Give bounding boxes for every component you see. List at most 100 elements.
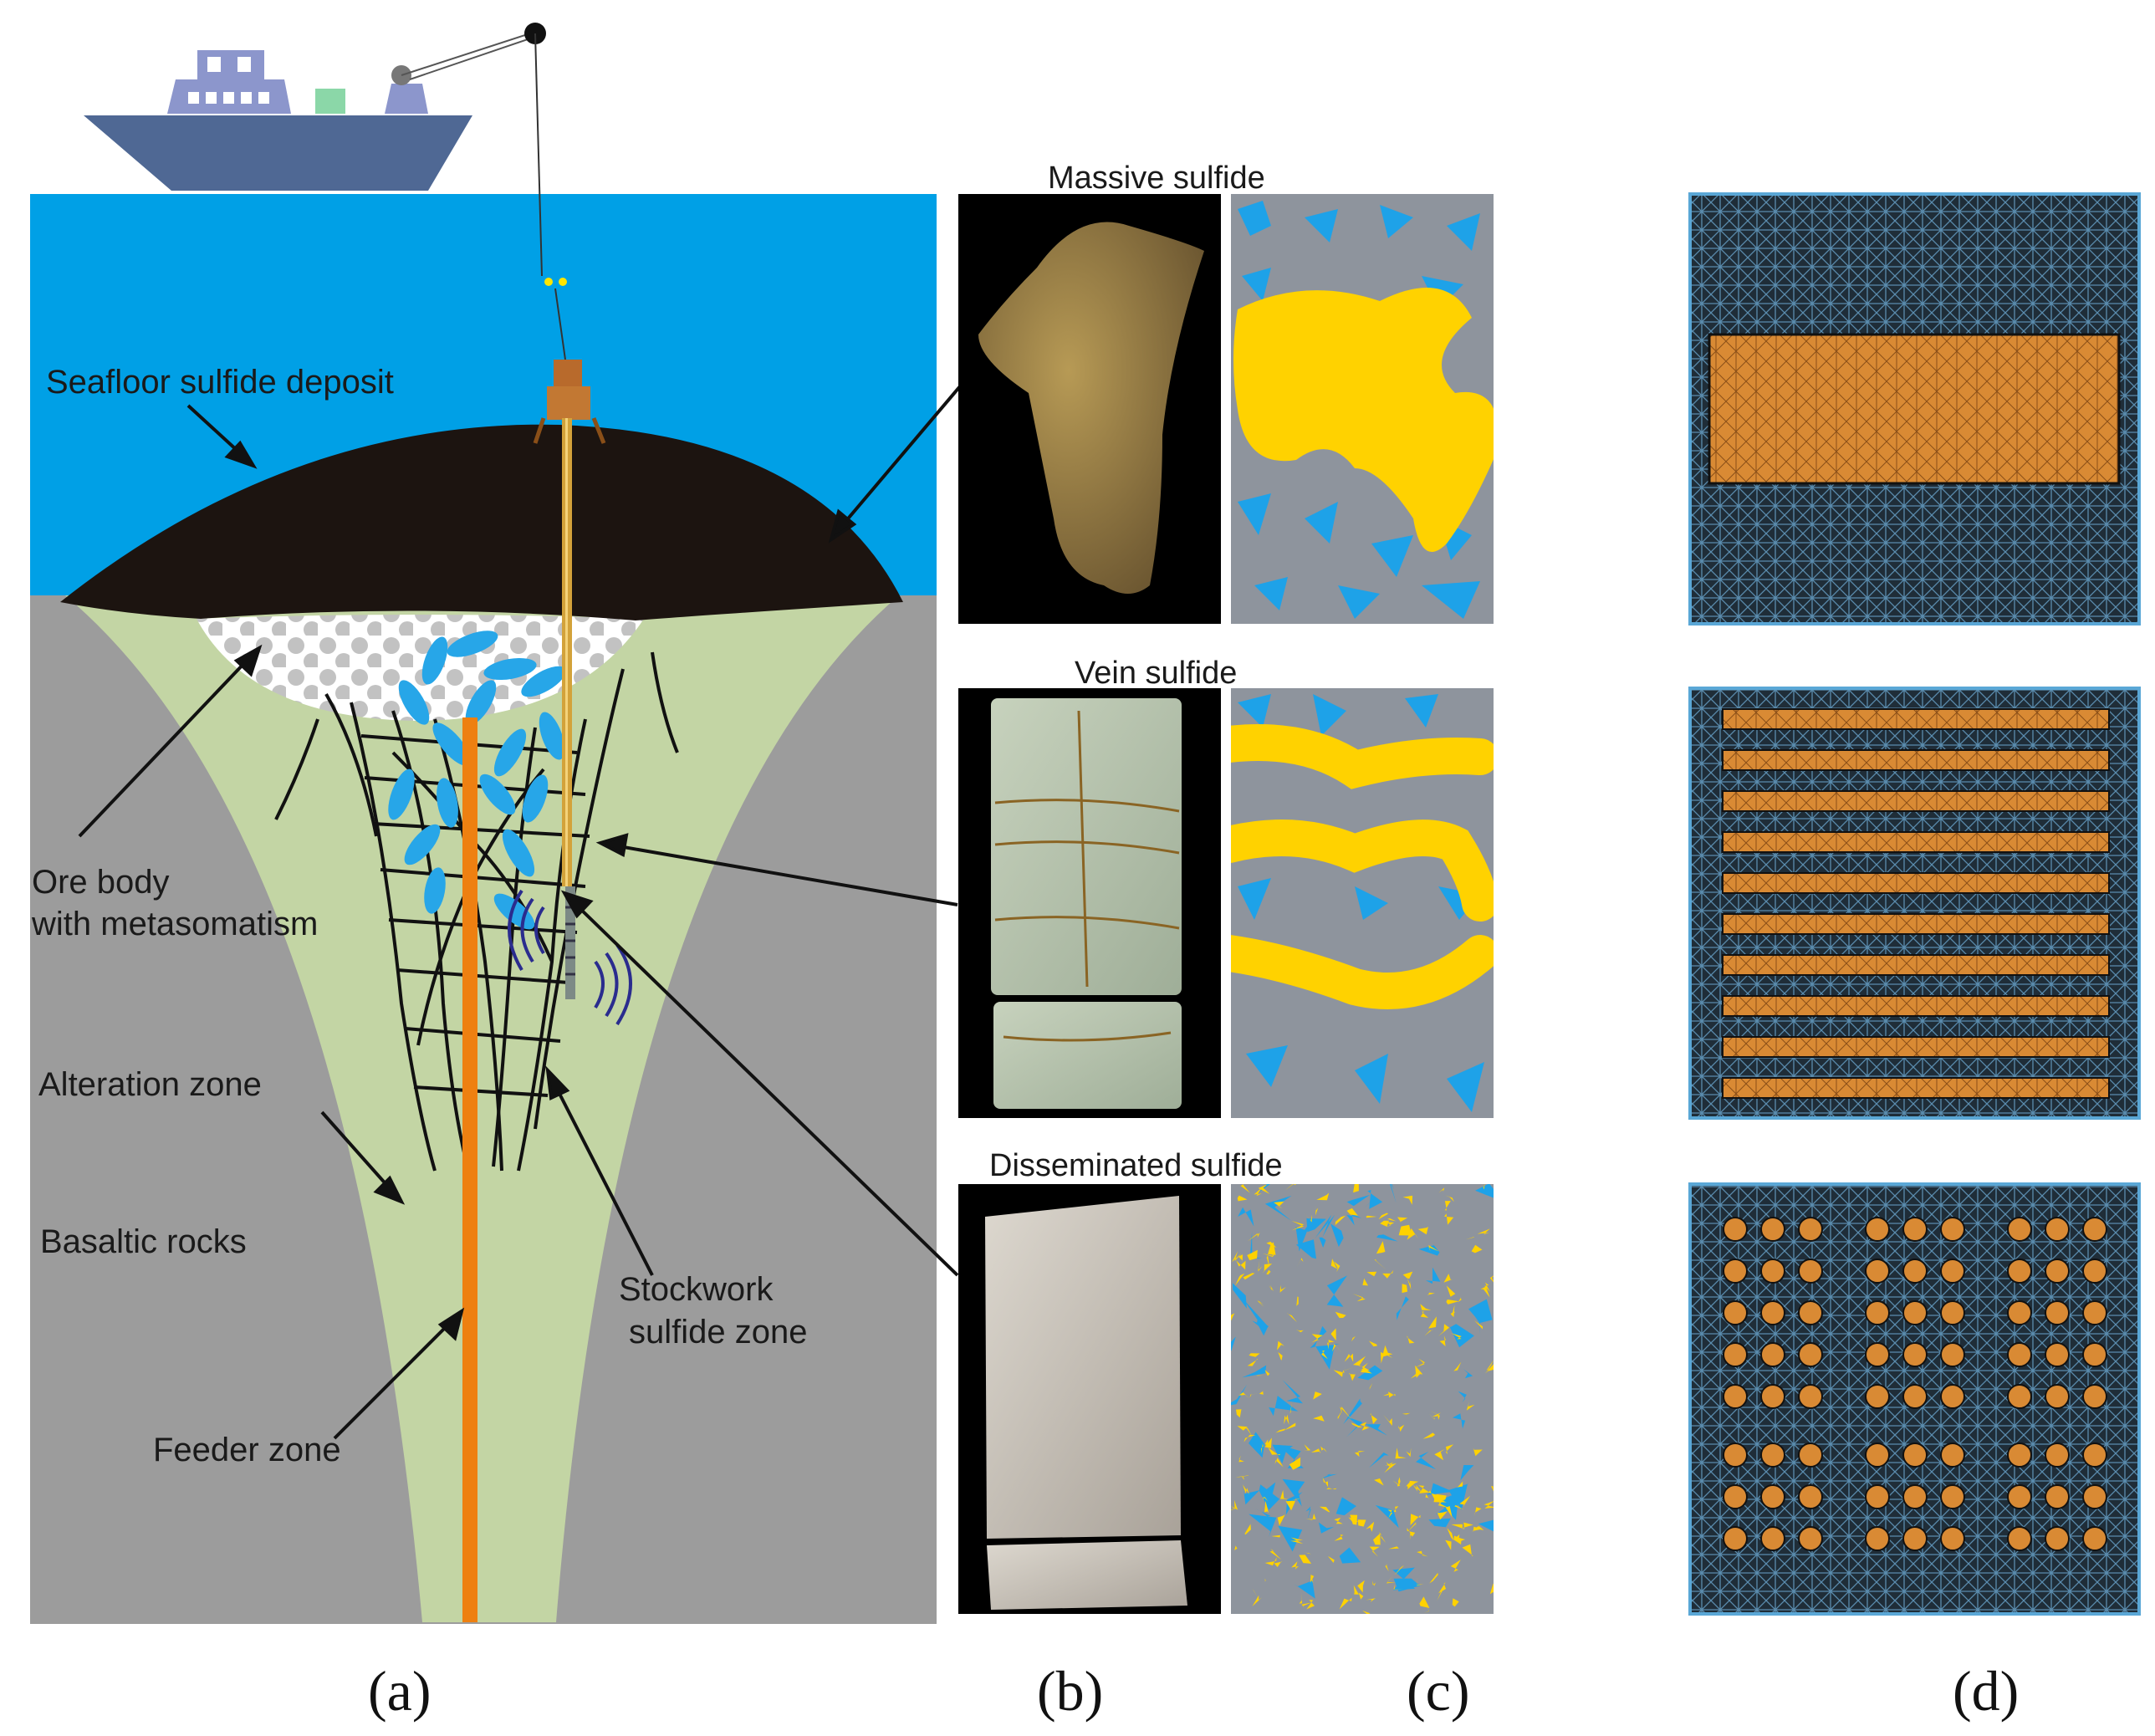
sulfide-grain — [1477, 1228, 1490, 1235]
sulfide-grain — [1284, 1414, 1289, 1425]
pore-patch — [1282, 1380, 1303, 1404]
pore-patch — [1249, 1514, 1277, 1537]
disseminated-sulfide-grains — [1231, 1184, 1494, 1614]
sulfide-grain — [1234, 1545, 1238, 1550]
sulfide-grain — [1378, 1213, 1389, 1220]
sulfide-grain — [1463, 1522, 1473, 1530]
pore-patch — [1364, 1196, 1376, 1208]
sulfide-grain — [1359, 1367, 1371, 1371]
sulfide-grain — [1445, 1444, 1454, 1455]
sulfide-grain — [1465, 1232, 1478, 1240]
mesh-ore-grain — [1798, 1526, 1823, 1551]
sulfide-grain — [1373, 1533, 1381, 1545]
sulfide-grain — [1472, 1526, 1482, 1532]
mesh-ore-grain — [1902, 1442, 1928, 1468]
mesh-ore-grain — [1940, 1384, 1965, 1409]
row-disseminated-sulfide: Disseminated sulfide — [958, 1148, 2141, 1616]
sulfide-grain — [1445, 1539, 1452, 1550]
vein-mesh-band — [1722, 995, 2110, 1017]
sulfide-grain — [1243, 1484, 1249, 1495]
sulfide-grain — [1438, 1498, 1449, 1509]
sulfide-grain — [1407, 1277, 1412, 1290]
panel-a-geologic-section: Seafloor sulfide deposit Ore body with m… — [30, 23, 937, 1624]
sulfide-grain — [1360, 1362, 1372, 1374]
pore-patch — [1335, 1497, 1356, 1516]
sulfide-grain — [1313, 1415, 1325, 1422]
pore-patch — [1259, 1184, 1270, 1193]
label-stockwork-2: sulfide zone — [629, 1314, 807, 1351]
sulfide-grain — [1362, 1611, 1371, 1614]
sulfide-grain — [1382, 1269, 1394, 1279]
sulfide-grain — [1241, 1476, 1244, 1480]
sulfide-grain — [1334, 1261, 1340, 1273]
pore-patch — [1243, 1488, 1260, 1505]
pore-patch — [1389, 1184, 1397, 1203]
sulfide-grain — [1257, 1299, 1264, 1307]
sulfide-grain — [1437, 1511, 1448, 1520]
sulfide-grain — [1415, 1365, 1423, 1378]
sulfide-grain — [1417, 1550, 1428, 1557]
sulfide-grain — [1334, 1517, 1343, 1524]
sulfide-grain — [1321, 1351, 1328, 1360]
mesh-ore-grain — [1902, 1526, 1928, 1551]
sulfide-grain — [1304, 1213, 1312, 1223]
pore-patch — [1448, 1483, 1468, 1510]
mesh-ore-grain — [2007, 1217, 2032, 1242]
sulfide-grain — [1386, 1222, 1395, 1228]
sulfide-grain — [1357, 1580, 1365, 1593]
sulfide-grain — [1456, 1481, 1463, 1488]
mesh-ore-grain — [1865, 1300, 1890, 1325]
label-basaltic-rocks: Basaltic rocks — [40, 1223, 247, 1260]
sulfide-grain — [1243, 1273, 1255, 1280]
sulfide-grain — [1382, 1393, 1389, 1396]
sulfide-grain — [1434, 1448, 1445, 1461]
sulfide-grain — [1428, 1316, 1437, 1329]
mesh-ore-grain — [2007, 1484, 2032, 1509]
row-vein-sulfide: Vein sulfide — [958, 656, 2141, 1120]
mesh-ore-grain — [1940, 1526, 1965, 1551]
sulfide-grain — [1237, 1195, 1248, 1202]
mesh-ore-grain — [1865, 1342, 1890, 1367]
mesh-ore-grain — [1940, 1217, 1965, 1242]
panel-connector-arrows — [560, 385, 962, 1277]
sulfide-grain — [1264, 1439, 1269, 1446]
sulfide-grain — [1319, 1506, 1330, 1513]
sulfide-grain — [1353, 1585, 1359, 1595]
sulfide-grain — [1438, 1187, 1445, 1193]
pore-patch — [1425, 1267, 1441, 1284]
sulfide-grain — [1264, 1557, 1277, 1566]
mesh-ore-grain — [1940, 1484, 1965, 1509]
sulfide-grain — [1398, 1224, 1412, 1236]
mesh-ore-grain — [1902, 1217, 1928, 1242]
sulfide-grain — [1450, 1560, 1461, 1572]
pore-patch — [1264, 1195, 1292, 1221]
sulfide-grain — [1334, 1534, 1344, 1541]
sulfide-grain — [1264, 1578, 1266, 1582]
mesh-ore-grain — [2007, 1384, 2032, 1409]
sulfide-grain — [1289, 1402, 1294, 1414]
sulfide-grain — [1407, 1528, 1416, 1537]
pore-patch — [1339, 1547, 1361, 1564]
sulfide-grain — [1351, 1422, 1363, 1427]
mesh-ore-grain — [2082, 1384, 2107, 1409]
pore-patch — [1319, 1237, 1326, 1248]
sulfide-grain — [1262, 1264, 1273, 1274]
sulfide-grain — [1258, 1184, 1270, 1194]
sulfide-grain — [1385, 1564, 1389, 1572]
sulfide-grain — [1378, 1532, 1386, 1544]
pore-patch — [1272, 1444, 1293, 1464]
sulfide-grain — [1231, 1313, 1235, 1321]
sulfide-grain — [1366, 1598, 1376, 1602]
sulfide-grain — [1444, 1201, 1451, 1211]
sulfide-grain — [1424, 1329, 1433, 1336]
sulfide-grain — [1263, 1496, 1269, 1502]
sulfide-grain — [1284, 1184, 1296, 1191]
pore-patch — [1257, 1320, 1269, 1336]
sulfide-grain — [1232, 1251, 1242, 1263]
mesh-ore-grain — [2007, 1300, 2032, 1325]
sulfide-grain — [1366, 1521, 1375, 1532]
mesh-ore-grain — [1760, 1442, 1785, 1468]
sulfide-grain — [1291, 1561, 1299, 1570]
pore-patch — [1343, 1398, 1362, 1425]
sulfide-grain — [1333, 1370, 1345, 1377]
